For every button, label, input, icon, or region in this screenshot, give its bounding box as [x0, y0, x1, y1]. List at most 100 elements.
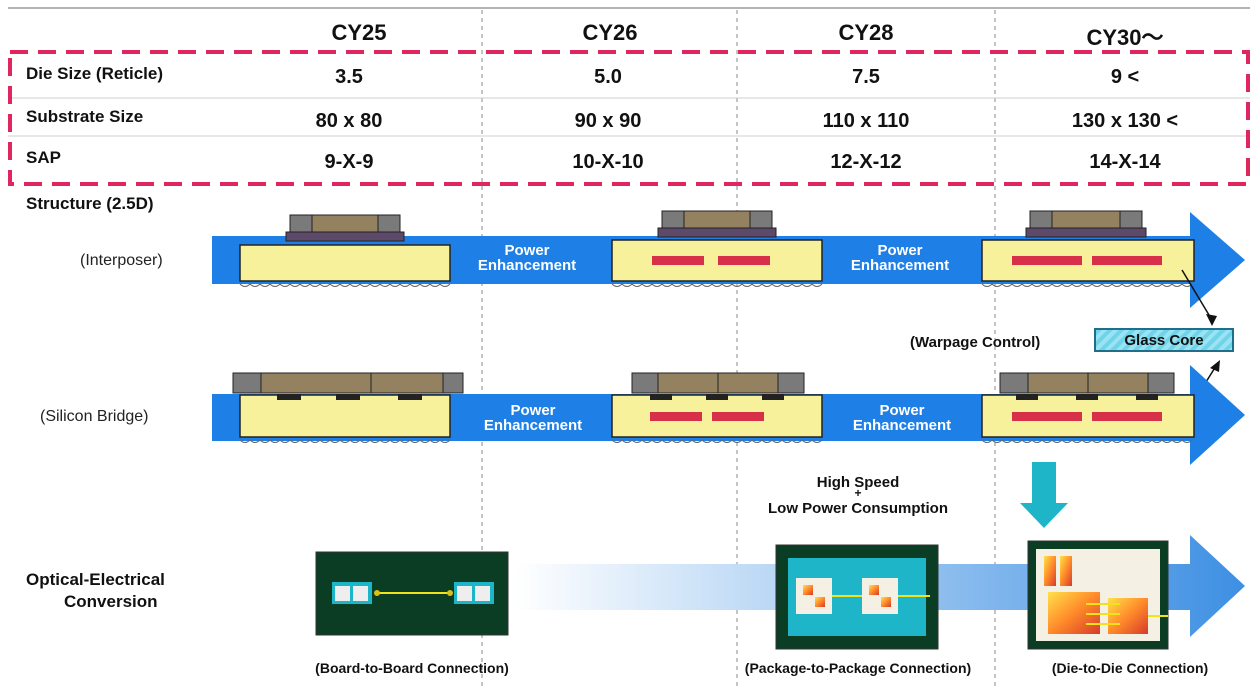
silicon-bridge [1016, 394, 1038, 400]
interposer [1025, 227, 1147, 238]
hbm-chip [289, 214, 313, 233]
table-cell: 14-X-14 [1089, 151, 1161, 173]
low-power-label: Low Power Consumption [768, 500, 948, 517]
hbm-chip [999, 372, 1029, 394]
substrate [239, 394, 451, 438]
hbm-chip [749, 210, 773, 229]
glass-core-pointer [1181, 269, 1213, 321]
glass-core-box: Glass Core [1094, 328, 1234, 352]
row-label-substrate-size: Substrate Size [26, 107, 144, 126]
row-label-die-size: Die Size (Reticle) [26, 64, 163, 83]
substrate [239, 244, 451, 282]
column-header-cy30: CY30〜 [1086, 25, 1164, 50]
row-label-sap: SAP [26, 148, 61, 167]
hbm-chip [442, 372, 464, 394]
solder-balls [611, 439, 823, 443]
highlight-box [8, 50, 1250, 186]
table-cell: 80 x 80 [315, 110, 383, 132]
power-component [1092, 256, 1162, 265]
substrate [611, 239, 823, 282]
power-component [1012, 256, 1082, 265]
power-component [1012, 412, 1082, 421]
optical-chip [862, 578, 898, 614]
table-cell: 10-X-10 [572, 151, 644, 173]
structure-title: Structure (2.5D) [26, 194, 154, 213]
logic-chip [1087, 372, 1149, 394]
plus-sign: + [854, 486, 862, 500]
table-cell: 130 x 130 < [1071, 110, 1179, 132]
down-arrow [1020, 462, 1068, 528]
table-cell: 5.0 [594, 66, 622, 88]
power-component [652, 256, 704, 265]
power-component [712, 412, 764, 421]
logic-chip [260, 372, 372, 394]
silicon-bridge [1076, 394, 1098, 400]
table-cell: 12-X-12 [830, 151, 902, 173]
silicon-bridge [336, 394, 360, 400]
table-cell: 90 x 90 [574, 110, 642, 132]
interposer [657, 227, 777, 238]
silicon-bridge [706, 394, 728, 400]
table-cell: 7.5 [852, 66, 880, 88]
optical-chip [335, 586, 350, 601]
caption-package-to-package: (Package-to-Package Connection) [744, 660, 972, 676]
power-component [650, 412, 702, 421]
die-block [1060, 556, 1072, 586]
interposer-label: (Interposer) [80, 252, 163, 269]
column-header-cy26: CY26 [582, 20, 638, 45]
hbm-chip [377, 214, 401, 233]
hbm-chip [232, 372, 262, 394]
hbm-chip [1147, 372, 1175, 394]
hbm-chip [1119, 210, 1143, 229]
hbm-chip [1029, 210, 1053, 229]
optical-title-line1: Optical-Electrical [26, 570, 165, 589]
hbm-chip [631, 372, 659, 394]
interposer [285, 231, 405, 242]
table-cell: 3.5 [335, 66, 363, 88]
logic-chip [370, 372, 444, 394]
solder-balls [239, 283, 451, 287]
bridge-label: (Silicon Bridge) [40, 408, 149, 425]
power-component [718, 256, 770, 265]
glass-core-label: Glass Core [1124, 332, 1204, 349]
optical-chip [796, 578, 832, 614]
die-block [1044, 556, 1056, 586]
table-cell: 110 x 110 [822, 110, 910, 132]
logic-chip [1027, 372, 1089, 394]
logic-chip [1051, 210, 1121, 229]
silicon-bridge [277, 394, 301, 400]
table-cell: 9-X-9 [324, 151, 374, 173]
silicon-bridge [762, 394, 784, 400]
solder-balls [981, 439, 1193, 443]
solder-balls [611, 283, 823, 287]
logic-chip [311, 214, 379, 233]
table-cell: 9 < [1110, 66, 1140, 88]
warpage-label: (Warpage Control) [910, 334, 1041, 351]
logic-chip [683, 210, 751, 229]
optical-chip [457, 586, 472, 601]
optical-title-line2: Conversion [64, 592, 158, 611]
silicon-bridge [650, 394, 672, 400]
optical-chip [353, 586, 368, 601]
hbm-chip [777, 372, 805, 394]
silicon-bridge [398, 394, 422, 400]
silicon-bridge [1136, 394, 1158, 400]
power-component [1092, 412, 1162, 421]
column-header-cy28: CY28 [838, 20, 894, 45]
solder-balls [239, 439, 451, 443]
caption-board-to-board: (Board-to-Board Connection) [315, 660, 509, 676]
column-header-cy25: CY25 [331, 20, 387, 45]
logic-chip [717, 372, 779, 394]
logic-chip [657, 372, 719, 394]
optical-chip [475, 586, 490, 601]
high-speed-label: High Speed [816, 474, 900, 491]
hbm-chip [661, 210, 685, 229]
solder-balls [981, 283, 1193, 287]
caption-die-to-die: (Die-to-Die Connection) [1051, 660, 1209, 676]
